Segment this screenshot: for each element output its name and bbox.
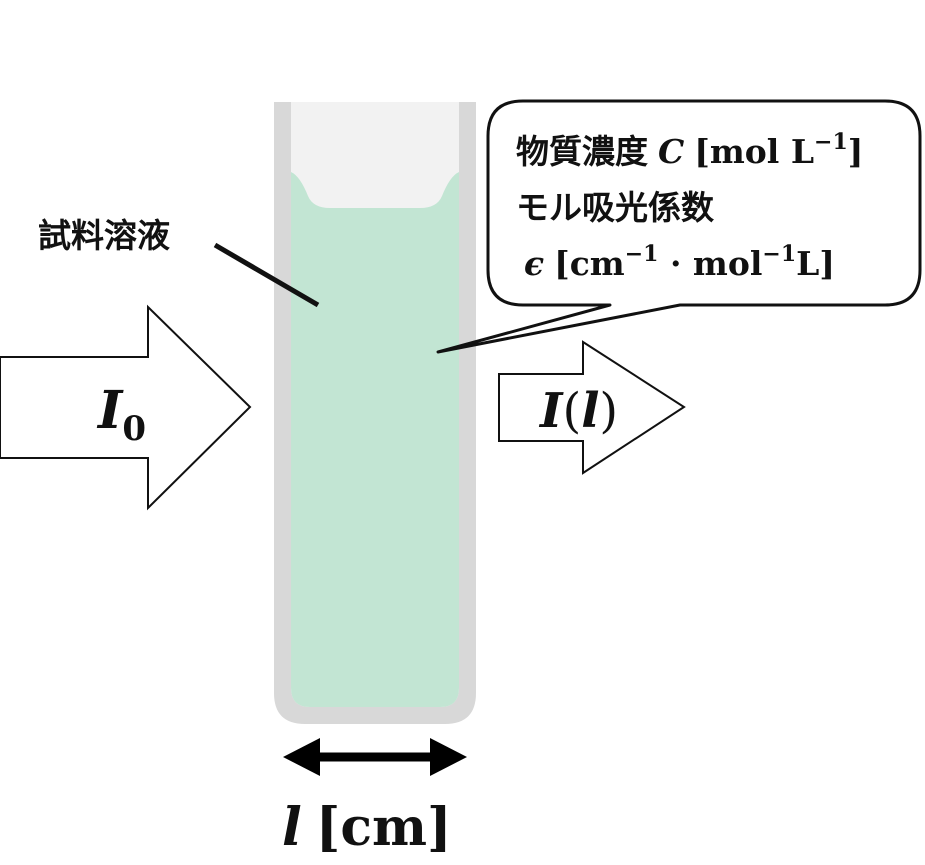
callout-absorptivity-unit-line: ϵ[cm−1 · mol−1L] [524,241,835,283]
transmitted-light-arrow: I(l) [498,340,686,475]
sample-solution [291,172,459,707]
sample-label-pointer [213,242,320,308]
cuvette [274,102,476,724]
callout-shape [436,99,922,354]
path-length-indicator: l[cm] [282,738,467,858]
incident-light-arrow: I0 [0,304,252,511]
transmitted-arrow-shape [498,340,686,475]
incident-intensity-symbol: I0 [96,380,146,449]
path-length-left-arrowhead [283,738,320,776]
path-length-label: l[cm] [282,797,452,858]
sample-solution-label: 試料溶液 [38,216,170,255]
callout-molar-absorptivity-label: モル吸光係数 [516,188,715,227]
path-length-right-arrowhead [430,738,467,776]
incident-arrow-shape [0,304,252,511]
transmitted-intensity-symbol: I(l) [538,383,618,439]
